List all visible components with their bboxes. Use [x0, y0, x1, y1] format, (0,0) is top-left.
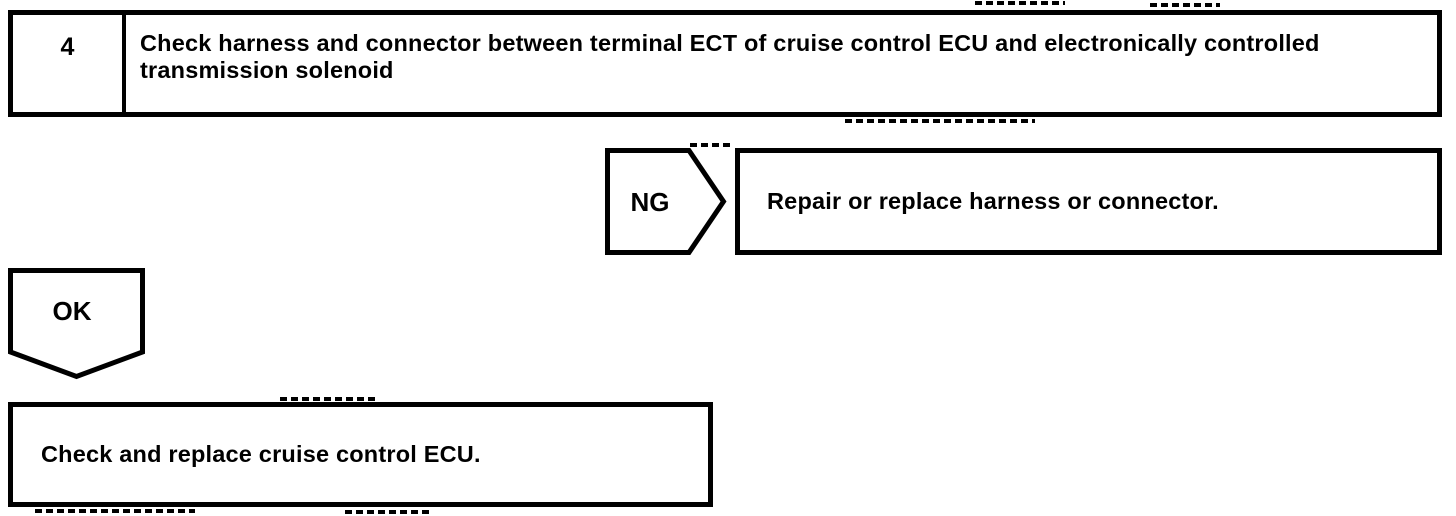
ng-action-box: Repair or replace harness or connector.: [735, 148, 1442, 255]
scan-artifact: [1150, 3, 1220, 7]
step-instruction: Check harness and connector between term…: [140, 30, 1320, 83]
step-number-cell: 4: [13, 15, 126, 112]
scan-artifact: [975, 1, 1065, 5]
ok-action-box: Check and replace cruise control ECU.: [8, 402, 713, 507]
ok-arrow-shape: [8, 268, 145, 380]
scan-artifact: [280, 397, 375, 401]
scan-artifact: [690, 143, 730, 147]
ng-arrow-icon: NG: [605, 148, 727, 255]
ng-label: NG: [631, 187, 670, 217]
ok-label: OK: [53, 296, 92, 326]
ng-action-text: Repair or replace harness or connector.: [767, 188, 1219, 214]
ok-action-text: Check and replace cruise control ECU.: [41, 441, 481, 467]
ng-arrow-shape: [605, 148, 727, 255]
step-number: 4: [60, 33, 75, 61]
ng-connector: NG: [605, 148, 727, 255]
step-box: 4 Check harness and connector between te…: [8, 10, 1442, 117]
scan-artifact: [345, 510, 430, 514]
scan-artifact: [35, 509, 195, 513]
scan-artifact: [845, 119, 1035, 123]
ok-connector: OK: [8, 268, 145, 380]
ok-arrow-icon: OK: [8, 268, 145, 380]
